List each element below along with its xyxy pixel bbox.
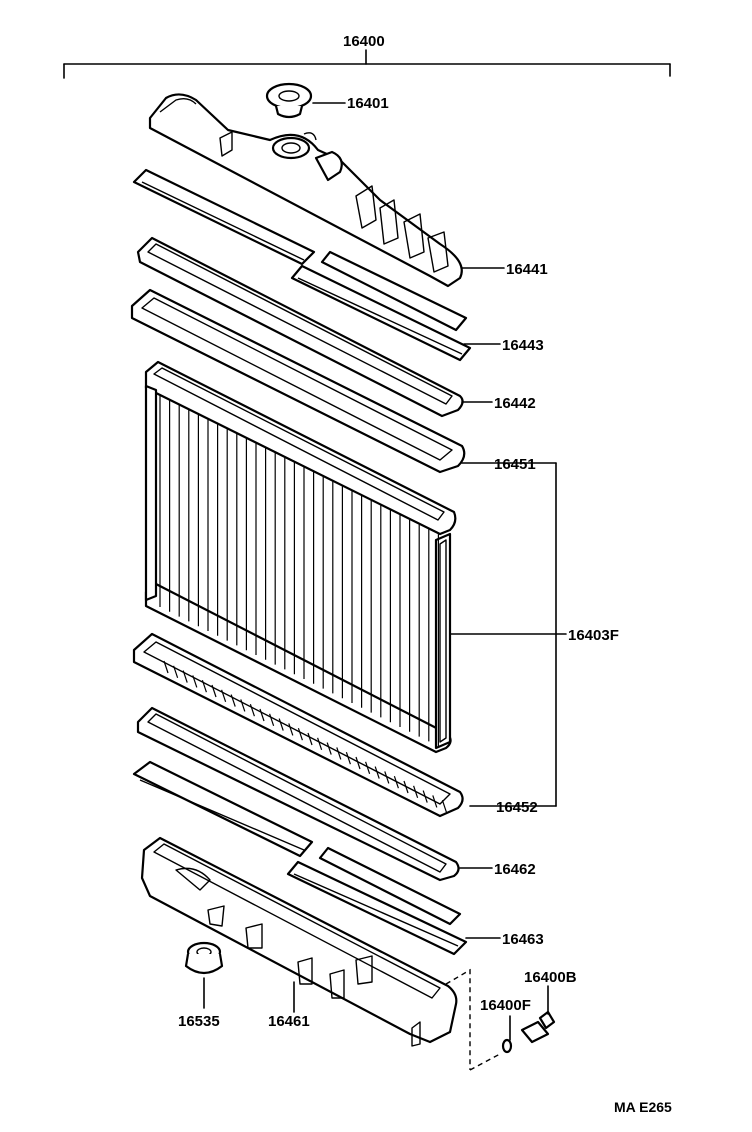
- plate-slot: [441, 800, 447, 813]
- plate-slot: [201, 680, 207, 693]
- figure-reference: MA E265: [614, 1099, 672, 1115]
- plate-slot: [432, 795, 438, 808]
- plate-slot: [422, 790, 428, 803]
- lower-tank-drawing: [140, 836, 501, 1071]
- plate-slot: [345, 752, 351, 765]
- part-number-upper-tank: 16441: [506, 261, 548, 278]
- plate-slot: [326, 742, 332, 755]
- plate-slot: [355, 756, 361, 770]
- plate-slot: [240, 699, 246, 712]
- assembly-bracket: 16400: [63, 33, 671, 79]
- part-number-core-top-ref: 16451: [494, 456, 536, 473]
- upper-gasket-drawing: [136, 236, 493, 418]
- radiator-core-drawing: [144, 360, 567, 807]
- part-number-drain-grommet: 16535: [178, 1013, 220, 1030]
- plate-slot: [374, 766, 380, 779]
- drain-cock-drawing: [501, 985, 556, 1054]
- lower-core-plate-drawing: [132, 632, 464, 818]
- plate-slot: [413, 785, 419, 798]
- plate-slot: [163, 660, 169, 674]
- plate-slot: [182, 670, 188, 683]
- plate-slot: [336, 747, 342, 760]
- plate-slot: [211, 684, 217, 698]
- plate-slot: [173, 665, 179, 678]
- part-number-drain-cock-plug: 16400B: [524, 969, 577, 986]
- plate-slot: [384, 771, 390, 784]
- part-number-radiator-cap: 16401: [347, 95, 389, 112]
- plate-slot: [269, 713, 275, 726]
- plate-slot: [192, 675, 198, 688]
- lower-gasket-drawing: [136, 706, 493, 882]
- part-number-lower-gasket: 16462: [494, 861, 536, 878]
- plate-slot: [221, 689, 227, 702]
- plate-slot: [317, 737, 323, 750]
- upper-tank-drawing: [148, 93, 505, 288]
- part-number-lower-tank-plate: 16463: [502, 931, 544, 948]
- upper-core-plate-split-drawing: [132, 168, 472, 362]
- upper-core-plate-drawing: [130, 288, 501, 474]
- drain-grommet-drawing: [184, 941, 224, 1009]
- plate-slot: [393, 776, 399, 789]
- plate-slot: [230, 694, 236, 707]
- part-number-lower-tank: 16461: [268, 1013, 310, 1030]
- assembly-label: 16400: [343, 33, 385, 50]
- part-number-upper-core-plate: 16443: [502, 337, 544, 354]
- core-fins: [159, 395, 439, 747]
- part-number-upper-gasket: 16442: [494, 395, 536, 412]
- part-number-drain-o-ring: 16400F: [480, 997, 531, 1014]
- plate-slot: [278, 718, 284, 731]
- radiator-cap-drawing: [265, 82, 346, 119]
- part-number-core-assembly: 16403F: [568, 627, 619, 644]
- plate-slot: [307, 732, 313, 746]
- plate-slot: [297, 728, 303, 741]
- lower-tank-plate-drawing: [132, 760, 501, 956]
- plate-slot: [365, 761, 371, 774]
- plate-slot: [259, 708, 265, 722]
- part-number-lower-core-plate: 16452: [496, 799, 538, 816]
- plate-slot: [288, 723, 294, 736]
- plate-slot: [403, 780, 409, 794]
- plate-slot: [249, 704, 255, 717]
- lower-plate-slots: [163, 660, 447, 813]
